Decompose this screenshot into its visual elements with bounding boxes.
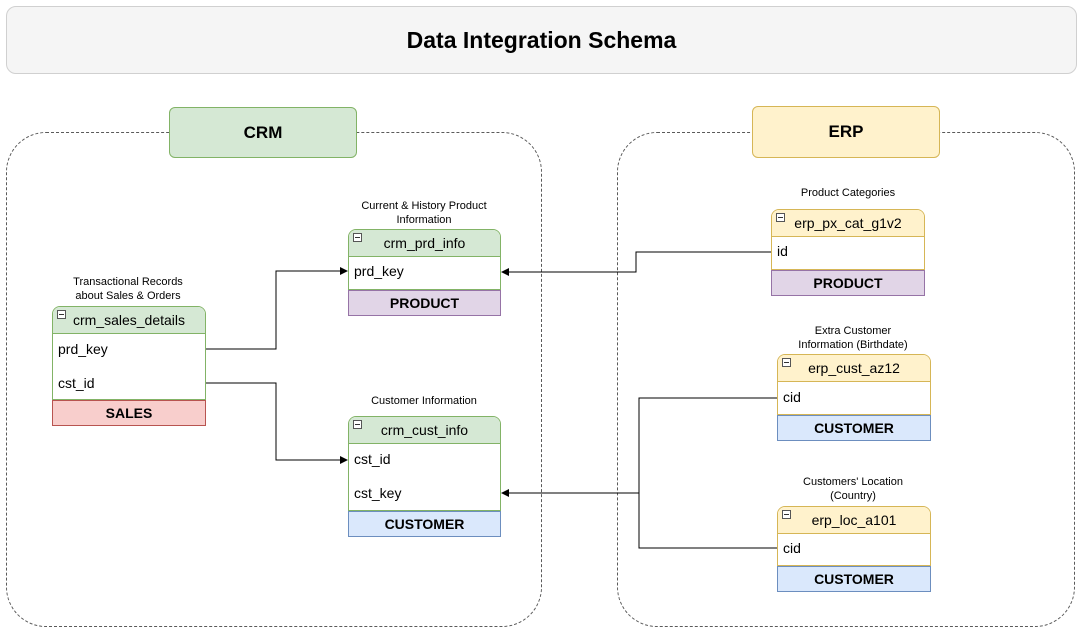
caption-crm-cust-info: Customer Information — [344, 394, 504, 408]
caption-line: Customer Information — [371, 395, 477, 407]
field-prd-key: prd_key — [58, 341, 108, 357]
footer-sales: SALES — [52, 400, 206, 426]
caption-crm-sales-details: Transactional Records about Sales & Orde… — [48, 275, 208, 303]
collapse-icon[interactable] — [782, 510, 791, 519]
caption-line: Customers' Location — [803, 476, 903, 488]
footer-customer: CUSTOMER — [348, 511, 501, 537]
collapse-icon[interactable] — [782, 358, 791, 367]
table-name: crm_cust_info — [380, 422, 469, 438]
caption-erp-cust-az12: Extra Customer Information (Birthdate) — [773, 324, 933, 352]
table-erp-px-cat-g1v2: erp_px_cat_g1v2 id — [771, 209, 925, 270]
collapse-icon[interactable] — [353, 420, 362, 429]
field-prd-key: prd_key — [354, 263, 404, 279]
table-crm-sales-details: crm_sales_details prd_key cst_id — [52, 306, 206, 400]
collapse-icon[interactable] — [776, 213, 785, 222]
caption-crm-prd-info: Current & History Product Information — [344, 199, 504, 227]
table-header: erp_loc_a101 — [778, 507, 930, 534]
table-erp-cust-az12: erp_cust_az12 cid — [777, 354, 931, 415]
erp-group-label: ERP — [752, 106, 940, 158]
field-cst-id: cst_id — [354, 451, 391, 467]
caption-line: Transactional Records — [73, 276, 183, 288]
caption-erp-px-cat: Product Categories — [768, 186, 928, 200]
collapse-icon[interactable] — [57, 310, 66, 319]
table-header: crm_cust_info — [349, 417, 500, 444]
caption-line: Current & History Product — [361, 200, 487, 212]
footer-customer: CUSTOMER — [777, 415, 931, 441]
caption-line: Information (Birthdate) — [798, 339, 908, 351]
table-crm-prd-info: crm_prd_info prd_key — [348, 229, 501, 290]
field-cid: cid — [783, 540, 801, 556]
field-cst-id: cst_id — [58, 375, 95, 391]
title-banner: Data Integration Schema — [6, 6, 1077, 74]
caption-line: about Sales & Orders — [75, 290, 181, 302]
table-name: erp_loc_a101 — [811, 512, 897, 528]
field-cst-key: cst_key — [354, 485, 402, 501]
footer-product: PRODUCT — [771, 270, 925, 296]
caption-erp-loc-a101: Customers' Location (Country) — [773, 475, 933, 503]
diagram-title: Data Integration Schema — [406, 26, 677, 53]
table-name: erp_cust_az12 — [808, 360, 900, 376]
table-name: crm_sales_details — [72, 312, 186, 328]
field-cid: cid — [783, 389, 801, 405]
footer-product: PRODUCT — [348, 290, 501, 316]
crm-group-label: CRM — [169, 107, 357, 158]
caption-line: Information — [396, 214, 452, 226]
table-name: erp_px_cat_g1v2 — [794, 215, 902, 231]
table-header: erp_cust_az12 — [778, 355, 930, 382]
caption-line: (Country) — [830, 490, 876, 502]
table-header: crm_sales_details — [53, 307, 205, 334]
field-id: id — [777, 243, 788, 259]
table-erp-loc-a101: erp_loc_a101 cid — [777, 506, 931, 566]
table-name: crm_prd_info — [383, 235, 466, 251]
table-header: erp_px_cat_g1v2 — [772, 210, 924, 237]
caption-line: Product Categories — [800, 187, 896, 199]
table-crm-cust-info: crm_cust_info cst_id cst_key — [348, 416, 501, 511]
table-header: crm_prd_info — [349, 230, 500, 257]
collapse-icon[interactable] — [353, 233, 362, 242]
caption-line: Extra Customer — [814, 325, 892, 337]
footer-customer: CUSTOMER — [777, 566, 931, 592]
